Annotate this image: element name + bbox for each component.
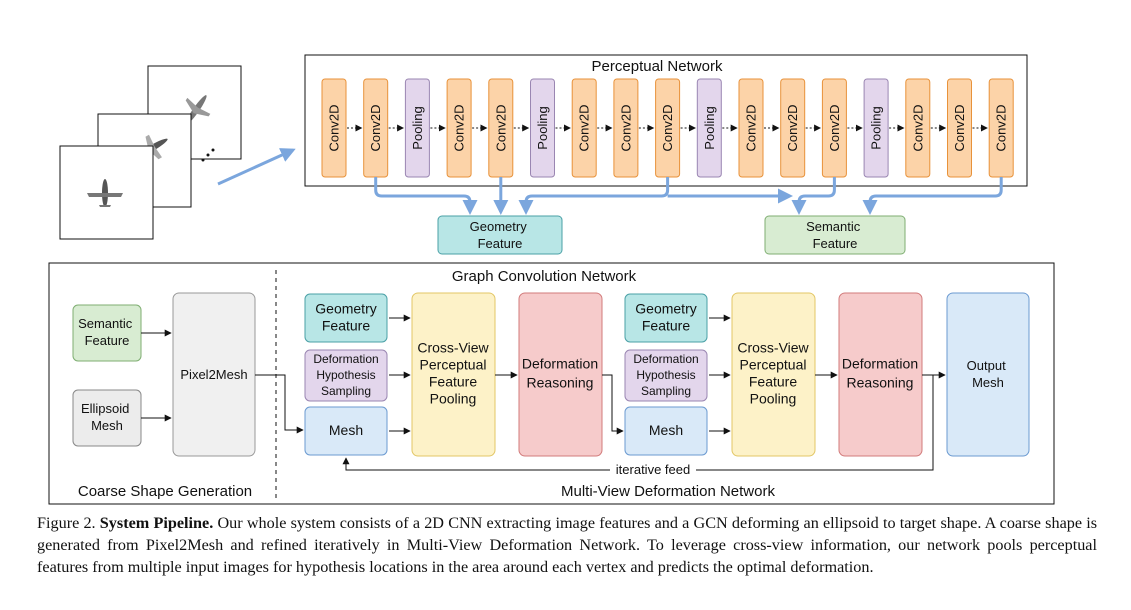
iterative-feed-label: iterative feed xyxy=(616,462,690,477)
layer-label: Pooling xyxy=(702,106,717,149)
geometry-feature-line1: Geometry xyxy=(470,219,528,234)
feature-arrow xyxy=(374,177,478,215)
svg-text:Pixel2Mesh: Pixel2Mesh xyxy=(180,367,247,382)
caption-text: Our whole system consists of a 2D CNN ex… xyxy=(37,514,1098,576)
semantic-feature-line1: Semantic xyxy=(806,219,861,234)
svg-text:Geometry Feature: Geometry Feature xyxy=(470,219,531,251)
svg-text:Mesh: Mesh xyxy=(649,422,683,438)
input-images xyxy=(59,65,242,240)
semantic-feature-line2: Feature xyxy=(813,236,858,251)
layer-label: Conv2D xyxy=(452,105,467,152)
layer-pooling: Pooling xyxy=(404,78,430,178)
feature-arrow xyxy=(518,177,670,215)
layer-conv2d: Conv2D xyxy=(488,78,514,178)
stage-mesh: Mesh xyxy=(624,406,708,456)
layer-conv2d: Conv2D xyxy=(780,78,806,178)
perceptual-layers: Conv2D Conv2D Pooling Conv2D Conv2D Pooling Co… xyxy=(321,78,1014,178)
layer-conv2d: Conv2D xyxy=(947,78,972,178)
ellipsoid-mesh-box: Ellipsoid Mesh xyxy=(72,389,142,447)
feature-arrows xyxy=(374,177,1003,215)
layer-label: Pooling xyxy=(410,106,425,149)
geometry-feature-box: Geometry Feature xyxy=(437,215,563,255)
geometry-feature-line2: Feature xyxy=(478,236,523,251)
layer-label: Pooling xyxy=(535,106,550,149)
layer-conv2d: Conv2D xyxy=(821,78,847,178)
input-arrow xyxy=(217,148,296,186)
layer-label: Conv2D xyxy=(744,105,759,152)
stage-mesh: Mesh xyxy=(304,406,388,456)
layer-conv2d: Conv2D xyxy=(738,78,764,178)
layer-conv2d: Conv2D xyxy=(655,78,681,178)
layer-conv2d: Conv2D xyxy=(571,78,597,178)
feature-arrow xyxy=(862,177,1003,215)
layer-label: Conv2D xyxy=(952,105,967,152)
airplane-icon xyxy=(87,179,123,207)
output-mesh-box: Output Mesh xyxy=(946,292,1030,457)
layer-label: Conv2D xyxy=(827,105,842,152)
layer-conv2d: Conv2D xyxy=(613,78,639,178)
figure-caption: Figure 2. System Pipeline. Our whole sys… xyxy=(37,512,1097,578)
coarse-semantic-feature: Semantic Feature xyxy=(72,304,142,362)
svg-text:Mesh: Mesh xyxy=(329,422,363,438)
feature-arrow xyxy=(791,177,836,215)
layer-label: Conv2D xyxy=(577,105,592,152)
layer-conv2d: Conv2D xyxy=(446,78,472,178)
layer-pooling: Pooling xyxy=(696,78,722,178)
pixel2mesh-box: Pixel2Mesh xyxy=(172,292,256,457)
layer-label: Conv2D xyxy=(994,105,1009,152)
svg-text:Output Mesh: Output Mesh xyxy=(967,358,1010,390)
caption-lead: Figure 2. xyxy=(37,514,96,532)
layer-label: Conv2D xyxy=(327,105,342,152)
layer-pooling: Pooling xyxy=(863,78,889,178)
layer-conv2d: Conv2D xyxy=(905,78,931,178)
svg-text:Semantic Feature: Semantic Feature xyxy=(78,316,136,348)
layer-label: Conv2D xyxy=(618,105,633,152)
layer-label: Conv2D xyxy=(910,105,925,152)
coarse-shape-label: Coarse Shape Generation xyxy=(78,483,252,500)
gcn-title: Graph Convolution Network xyxy=(452,268,637,285)
svg-text:Semantic Feature: Semantic Feature xyxy=(806,219,864,251)
layer-conv2d: Conv2D xyxy=(988,78,1014,178)
layer-label: Pooling xyxy=(869,106,884,149)
layer-label: Conv2D xyxy=(785,105,800,152)
layer-conv2d: Conv2D xyxy=(321,78,347,178)
layer-label: Conv2D xyxy=(368,105,383,152)
mvdn-label: Multi-View Deformation Network xyxy=(561,483,775,500)
layer-conv2d: Conv2D xyxy=(363,78,389,178)
layer-pooling: Pooling xyxy=(530,78,555,178)
caption-bold: System Pipeline. xyxy=(99,514,214,532)
layer-label: Conv2D xyxy=(493,105,508,152)
layer-label: Conv2D xyxy=(660,105,675,152)
svg-text:Ellipsoid Mesh: Ellipsoid Mesh xyxy=(81,401,133,433)
perceptual-network-title: Perceptual Network xyxy=(592,58,723,75)
semantic-feature-box: Semantic Feature xyxy=(764,215,906,255)
